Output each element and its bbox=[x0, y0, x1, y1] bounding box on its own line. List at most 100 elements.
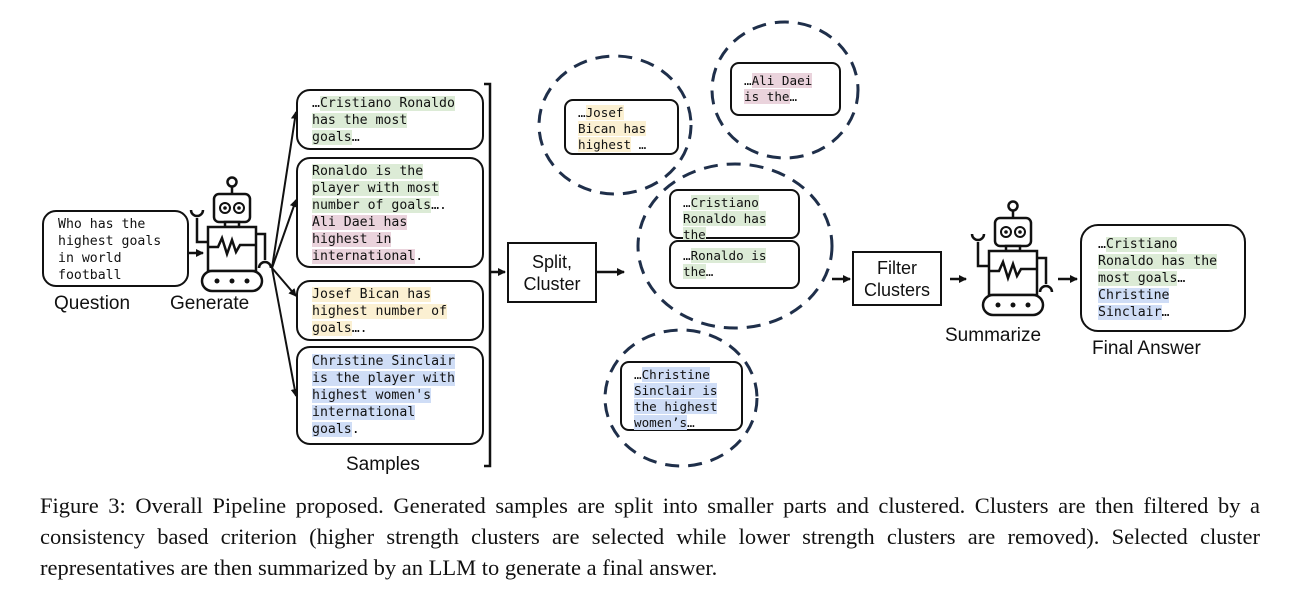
plain-text: … bbox=[1161, 305, 1170, 320]
highlighted-text: Ronaldo is bbox=[690, 248, 767, 263]
text-line: highest women's bbox=[312, 387, 474, 404]
highlighted-text: goals bbox=[312, 321, 352, 336]
highlighted-text: Ali Daei bbox=[751, 73, 813, 88]
text-line: the … bbox=[683, 227, 790, 243]
filter-clusters-line: Filter bbox=[877, 257, 917, 278]
text-line: …Cristiano bbox=[683, 195, 790, 211]
highlighted-text: Bican has bbox=[578, 121, 647, 136]
highlighted-text: Ronaldo is the bbox=[312, 164, 424, 179]
plain-text: … bbox=[705, 264, 714, 279]
text-line: international bbox=[312, 404, 474, 421]
filter-clusters-box: Filter Clusters bbox=[852, 251, 942, 306]
pipeline-diagram bbox=[188, 20, 1078, 468]
text-line: most goals… bbox=[1098, 270, 1236, 287]
text-line: Ronaldo has the bbox=[1098, 253, 1236, 270]
question-box: Who has the highest goals in world footb… bbox=[42, 210, 189, 287]
text-line: Bican has bbox=[578, 121, 669, 137]
text-line: Sinclair… bbox=[1098, 304, 1236, 321]
question-line: in world bbox=[58, 251, 122, 266]
text-line: …Cristiano bbox=[1098, 236, 1236, 253]
text-line: has the most bbox=[312, 112, 474, 129]
text-line: …Christine bbox=[634, 367, 733, 383]
cluster-ellipse-josef-bican bbox=[537, 54, 693, 196]
question-label: Question bbox=[54, 293, 131, 314]
cluster-ellipse-christine-sinclair bbox=[603, 328, 759, 468]
text-line: highest in bbox=[312, 231, 474, 248]
plain-text: … bbox=[631, 137, 647, 152]
question-line: football bbox=[58, 268, 122, 283]
text-line: …Ronaldo is bbox=[683, 248, 790, 264]
text-line: international. bbox=[312, 248, 474, 265]
text-line: Josef Bican has bbox=[312, 286, 474, 303]
samples-label: Samples bbox=[346, 454, 420, 475]
plain-text: … bbox=[687, 415, 695, 430]
generate-label: Generate bbox=[170, 293, 250, 314]
figure-caption: Figure 3: Overall Pipeline proposed. Gen… bbox=[40, 493, 1260, 580]
highlighted-text: Josef bbox=[585, 105, 624, 120]
text-line: Christine bbox=[1098, 287, 1236, 304]
highlighted-text: most goals bbox=[1098, 271, 1178, 286]
plain-text: … bbox=[1177, 271, 1186, 286]
text-line: highest number of bbox=[312, 303, 474, 320]
highlighted-text: the highest bbox=[634, 399, 718, 414]
highlighted-text: highest bbox=[578, 137, 632, 152]
text-line: Sinclair is bbox=[634, 383, 733, 399]
highlighted-text: highest in bbox=[312, 232, 392, 247]
final-answer-label: Final Answer bbox=[1092, 338, 1201, 359]
cluster-ellipse-ali-daei bbox=[710, 20, 860, 160]
highlighted-text: Ronaldo has bbox=[683, 211, 767, 226]
highlighted-text: the bbox=[683, 264, 706, 279]
plain-text: … bbox=[1098, 237, 1106, 252]
cluster-ellipse-cristiano-ronaldo bbox=[636, 162, 834, 330]
plain-text: . bbox=[351, 422, 360, 437]
text-line: Ronaldo has bbox=[683, 211, 790, 227]
highlighted-text: Ronaldo has the bbox=[1098, 254, 1218, 269]
text-line: highest … bbox=[578, 137, 669, 153]
split-cluster-line: Split, bbox=[531, 251, 573, 272]
highlighted-text: Cristiano Ronaldo bbox=[319, 96, 455, 111]
text-line: …Ali Daei bbox=[744, 73, 831, 89]
plain-text: … bbox=[351, 130, 360, 145]
arrow-to-sample-3 bbox=[271, 267, 297, 297]
text-line: is the… bbox=[744, 89, 831, 105]
plain-text: … bbox=[683, 248, 691, 263]
text-line: women’s… bbox=[634, 415, 733, 431]
highlighted-text: Josef Bican has bbox=[312, 287, 432, 302]
text-line: Ronaldo is the bbox=[312, 163, 474, 180]
highlighted-text: goals bbox=[312, 422, 352, 437]
text-line: Christine Sinclair bbox=[312, 353, 474, 370]
highlighted-text: Sinclair is bbox=[634, 383, 718, 398]
plain-text: …. bbox=[351, 321, 368, 336]
highlighted-text: Christine bbox=[641, 367, 710, 382]
plain-text: . bbox=[415, 249, 424, 264]
highlighted-text: international bbox=[312, 249, 416, 264]
plain-text: …. bbox=[431, 198, 447, 213]
plain-text: … bbox=[683, 195, 691, 210]
generate-robot-icon bbox=[189, 176, 273, 293]
text-line: player with most bbox=[312, 180, 474, 197]
text-line: goals… bbox=[312, 129, 474, 146]
highlighted-text: international bbox=[312, 405, 416, 420]
text-line: the… bbox=[683, 264, 790, 280]
text-line: …Josef bbox=[578, 105, 669, 121]
highlighted-text: Christine Sinclair bbox=[312, 354, 455, 369]
highlighted-text: Cristiano bbox=[690, 195, 759, 210]
highlighted-text: Sinclair bbox=[1098, 305, 1162, 320]
filter-clusters-line: Clusters bbox=[863, 279, 930, 300]
highlighted-text: women’s bbox=[634, 415, 688, 430]
highlighted-text: Christine bbox=[1098, 288, 1170, 303]
text-line: the highest bbox=[634, 399, 733, 415]
summarize-label: Summarize bbox=[945, 325, 1042, 346]
highlighted-text: is the player with bbox=[312, 371, 455, 386]
text-line: Ali Daei has bbox=[312, 214, 474, 231]
plain-text: … bbox=[578, 105, 586, 120]
highlighted-text: player with most bbox=[312, 181, 440, 196]
plain-text: … bbox=[789, 89, 798, 104]
